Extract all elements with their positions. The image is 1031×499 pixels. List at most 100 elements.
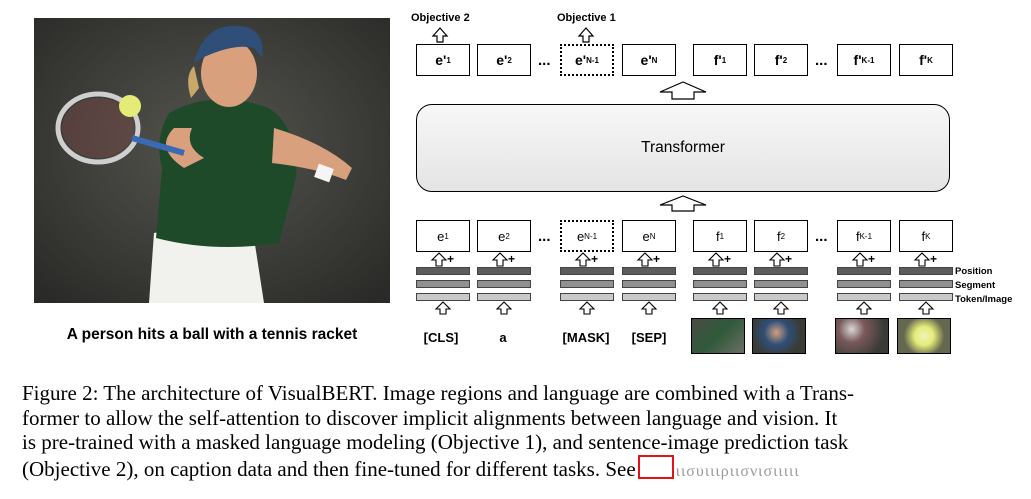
embedding-bar-position (899, 267, 953, 275)
top-ellipsis: ... (538, 52, 551, 69)
embedding-bar-segment (899, 280, 953, 288)
embed-up-arrow-icon (636, 252, 654, 267)
output-box-base: e' (435, 52, 447, 68)
output-box-4: f'1 (693, 44, 747, 76)
transformer-output-arrow-icon (659, 81, 707, 100)
top-ellipsis-image: ... (815, 52, 828, 69)
embedding-bar-segment (416, 280, 470, 288)
embedding-bar-token (837, 293, 891, 301)
embed-up-arrow-icon (707, 252, 725, 267)
output-box-base: f' (853, 52, 862, 68)
input-box-sub: 1 (719, 231, 725, 241)
plus-sign: + (508, 252, 515, 266)
plus-sign: + (930, 252, 937, 266)
embedding-bar-token (477, 293, 531, 301)
embedding-bar-position (560, 267, 614, 275)
row-label-token-image: Token/Image (955, 294, 1013, 305)
input-box-base: f (715, 228, 720, 244)
output-box-sub: N (651, 55, 658, 65)
embedding-bar-segment (754, 280, 808, 288)
caption-line-4: (Objective 2), on caption data and then … (22, 456, 636, 481)
output-box-sub: N-1 (586, 55, 599, 65)
objective-2-label: Objective 2 (411, 12, 470, 24)
transformer-label: Transformer (641, 139, 725, 156)
input-box-base: f (855, 228, 860, 244)
region-thumb-3 (835, 318, 889, 354)
output-box-sub: 1 (721, 55, 727, 65)
input-box-sub: K-1 (859, 231, 873, 241)
embedding-bar-position (754, 267, 808, 275)
embed-up-arrow-icon (851, 252, 869, 267)
output-box-sub: 2 (507, 55, 512, 65)
output-box-sub: 1 (446, 55, 451, 65)
output-box-sub: 2 (782, 55, 788, 65)
token-up-arrow-icon (855, 301, 873, 315)
output-box-base: f' (919, 52, 928, 68)
input-box-sub: 1 (444, 231, 449, 241)
embedding-bar-token (622, 293, 676, 301)
output-box-5: f'2 (754, 44, 808, 76)
output-box-2: e'N-1 (560, 44, 614, 76)
embed-up-arrow-icon (491, 252, 509, 267)
plus-sign: + (447, 252, 454, 266)
embedding-bar-segment (837, 280, 891, 288)
caption-line-2: former to allow the self-attention to di… (22, 405, 838, 430)
embedding-bar-position (416, 267, 470, 275)
embedding-bar-segment (622, 280, 676, 288)
tennis-photo (34, 18, 390, 303)
output-box-3: e'N (622, 44, 676, 76)
transformer-input-arrow-icon (659, 195, 707, 212)
output-box-6: f'K-1 (837, 44, 891, 76)
plus-sign: + (724, 252, 731, 266)
embedding-bar-position (622, 267, 676, 275)
token-up-arrow-icon (772, 301, 790, 315)
plus-sign: + (785, 252, 792, 266)
input-box-base: e (498, 228, 506, 244)
token-up-arrow-icon (640, 301, 658, 315)
output-box-0: e'1 (416, 44, 470, 76)
embedding-bar-segment (477, 280, 531, 288)
plus-sign: + (653, 252, 660, 266)
input-box-base: e (642, 228, 650, 244)
input-box-sub: K (925, 231, 931, 241)
embedding-bar-token (416, 293, 470, 301)
embedding-bar-segment (693, 280, 747, 288)
region-thumb-4 (897, 318, 951, 354)
caption-line-3: is pre-trained with a masked language mo… (22, 430, 849, 454)
output-box-base: f' (774, 52, 783, 68)
photo-caption: A person hits a ball with a tennis racke… (66, 326, 358, 343)
input-box-sub: 2 (780, 231, 786, 241)
output-box-base: e' (574, 52, 587, 68)
token-cls: [CLS] (423, 330, 459, 345)
reference-highlight-box[interactable] (637, 454, 674, 479)
embedding-bar-token (560, 293, 614, 301)
row-label-position: Position (955, 266, 993, 277)
output-box-7: f'K (899, 44, 953, 76)
embed-up-arrow-icon (430, 252, 448, 267)
transformer-block: Transformer (416, 104, 950, 192)
embedding-bar-token (899, 293, 953, 301)
output-box-1: e'2 (477, 44, 531, 76)
output-box-base: f' (713, 52, 722, 68)
embedding-bar-position (837, 267, 891, 275)
token-sep: [SEP] (631, 330, 667, 345)
embed-up-arrow-icon (913, 252, 931, 267)
token-a: a (499, 330, 507, 345)
figure-caption: Figure 2: The architecture of VisualBERT… (22, 381, 1012, 484)
output-box-sub: K (927, 55, 933, 65)
caption-faded-tail: ιισυιιιριισνισιιιιι (675, 462, 800, 480)
plus-sign: + (591, 252, 598, 266)
token-up-arrow-icon (495, 301, 513, 315)
embedding-bar-segment (560, 280, 614, 288)
token-up-arrow-icon (711, 301, 729, 315)
token-up-arrow-icon (917, 301, 935, 315)
embed-up-arrow-icon (768, 252, 786, 267)
objective-2-arrow-icon (431, 27, 449, 43)
